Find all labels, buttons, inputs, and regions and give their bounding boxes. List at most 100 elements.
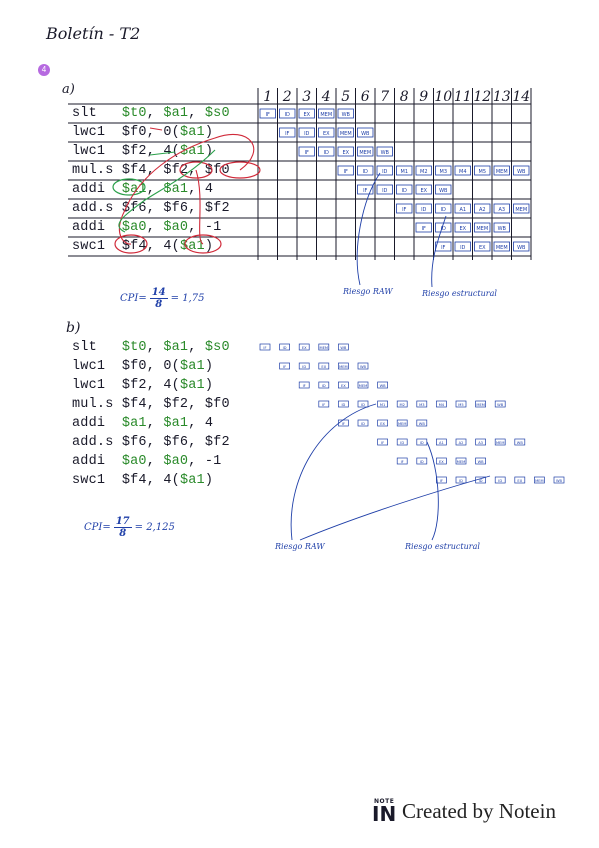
stage-box (396, 457, 408, 465)
stage-label: M1 (380, 403, 385, 407)
stage-label: ID (341, 403, 345, 407)
stage-box (298, 343, 310, 351)
register: $a1 (179, 144, 205, 159)
stage-box (338, 400, 349, 408)
stage-label: IF (283, 365, 286, 369)
operand-text: ) (204, 239, 214, 254)
stage-box (337, 108, 354, 119)
stage-label: EX (380, 422, 385, 426)
stage-label: M4 (459, 169, 467, 175)
stage-label: MEM (320, 346, 328, 350)
stage-label: WB (497, 403, 504, 407)
hazard-circle (184, 234, 222, 254)
register: $t0 (121, 106, 147, 121)
stage-box (298, 381, 310, 389)
register: $f2 (121, 144, 147, 159)
stage-box (376, 146, 393, 157)
cpi-numerator: 17 (113, 516, 132, 528)
register: $f2 (204, 435, 230, 450)
dependency-arrow (195, 169, 204, 245)
cpi-fraction: 14 8 (149, 287, 168, 310)
stage-box (318, 127, 335, 138)
stage-box (534, 476, 545, 484)
operand-text: , (188, 435, 205, 450)
hazard-circle (112, 178, 146, 196)
stage-label: M3 (419, 403, 424, 407)
stage-box (318, 381, 330, 389)
stage-box (357, 184, 374, 195)
cycle-header: 8 (400, 89, 409, 105)
stage-box (318, 146, 335, 157)
opcode: slt (72, 106, 122, 121)
stage-label: WB (360, 365, 367, 369)
cpi-numerator: 14 (149, 287, 168, 299)
stage-box (415, 203, 432, 214)
stage-box (396, 400, 408, 408)
register: $f4 (121, 163, 147, 178)
stage-box (357, 400, 369, 408)
register: $a1 (179, 239, 205, 254)
stage-label: A2 (459, 441, 464, 445)
operand-text: , -1 (188, 454, 222, 469)
stage-box (396, 419, 408, 427)
cycle-header: 10 (434, 89, 452, 105)
operand-text: , (146, 416, 164, 431)
operand-text: , (146, 435, 164, 450)
opcode: mul.s (72, 163, 122, 178)
register: $f6 (121, 435, 147, 450)
stage-box (377, 419, 388, 427)
note-pointer (299, 475, 491, 541)
note-pointer (356, 172, 381, 286)
stage-label: MEM (515, 207, 527, 213)
operand-text: , (146, 201, 164, 216)
hazard-circle (179, 161, 213, 179)
stage-label: MEM (359, 150, 371, 156)
stage-box (513, 241, 530, 252)
stage-label: ID (382, 188, 387, 194)
stage-box (416, 400, 428, 408)
stage-label: WB (361, 131, 370, 137)
cycle-header: 14 (512, 89, 530, 105)
page-title: Boletín - T2 (46, 24, 141, 43)
operand-text: , (188, 106, 205, 121)
stage-box (396, 184, 413, 195)
operand-text: , (188, 340, 205, 355)
operand-text: , (146, 106, 164, 121)
cpi-denominator: 8 (119, 528, 127, 539)
stage-box (338, 343, 349, 351)
stage-box (376, 184, 393, 195)
stage-label: A3 (498, 207, 505, 213)
cycle-header: 3 (302, 89, 311, 105)
exercise-number-badge: 4 (38, 64, 50, 76)
stage-label: MEM (320, 112, 332, 118)
stage-label: MEM (476, 226, 488, 232)
register: $a0 (121, 454, 147, 469)
stage-label: ID (363, 169, 368, 175)
operand-text: ) (204, 473, 214, 488)
stage-label: ID (479, 479, 483, 483)
operand-text: , 0( (146, 125, 180, 140)
hazard-circle (219, 161, 261, 179)
stage-label: ID (283, 346, 287, 350)
operand-text: ) (204, 125, 214, 140)
stage-box (337, 146, 354, 157)
part-a-cpi: CPI= 14 8 = 1,75 (120, 287, 204, 310)
stage-label: IF (305, 150, 309, 156)
cycle-header: 4 (321, 89, 331, 105)
stage-label: IF (303, 384, 306, 388)
stage-box (357, 362, 369, 370)
stage-label: MEM (398, 422, 406, 426)
instruction-line: lwc1 $f0, 0($a1) (72, 359, 213, 374)
stage-label: ID (382, 169, 387, 175)
stage-label: EX (323, 131, 330, 137)
stage-box (493, 241, 510, 252)
stage-label: IF (402, 207, 406, 213)
instruction-line: addi $a1, $a1, 4 (72, 416, 213, 431)
stage-label: WB (498, 226, 507, 232)
note-pointer (290, 403, 377, 541)
stage-label: MEM (496, 441, 504, 445)
stage-box (357, 146, 374, 157)
instruction-line: swc1 $f4, 4($a1) (72, 239, 213, 254)
